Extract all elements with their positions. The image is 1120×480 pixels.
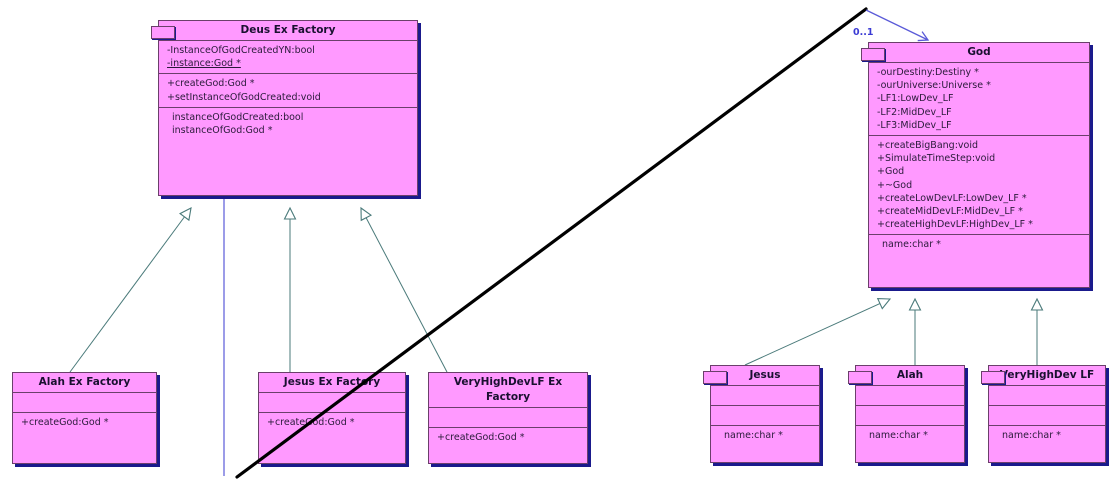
operations-compartment-veryhighdev-lf	[989, 406, 1105, 426]
class-title-god: God	[869, 43, 1089, 63]
operations-compartment-alah	[856, 406, 964, 426]
extras-compartment-veryhighdev-lf: name:char *	[989, 426, 1105, 445]
attribute-item: -LF3:MidDev_LF	[877, 119, 952, 131]
operations-compartment-god: +createBigBang:void +SimulateTimeStep:vo…	[869, 136, 1089, 236]
association-multiplicity-label: 0..1	[853, 27, 874, 38]
class-box-veryhighdevlf-ex-factory[interactable]: VeryHighDevLF Ex Factory +createGod:God …	[428, 372, 588, 464]
operations-compartment-deus-ex-factory: +createGod:God * +setInstanceOfGodCreate…	[159, 74, 417, 108]
attributes-compartment-alah-ex-factory	[13, 393, 156, 413]
attributes-compartment-jesus-ex-factory	[259, 393, 405, 413]
extras-compartment-deus-ex-factory: instanceOfGodCreated:bool instanceOfGod:…	[159, 108, 417, 140]
attributes-compartment-god: -ourDestiny:Destiny * -ourUniverse:Unive…	[869, 63, 1089, 137]
generalization-veryhighdevlf-ex-factory	[360, 206, 448, 373]
attributes-compartment-deus-ex-factory: -InstanceOfGodCreatedYN:bool -instance:G…	[159, 41, 417, 75]
class-box-jesus-ex-factory[interactable]: Jesus Ex Factory +createGod:God *	[258, 372, 406, 464]
class-tab-icon	[703, 371, 727, 384]
attribute-item: -ourUniverse:Universe *	[877, 80, 991, 92]
extra-item: name:char *	[1002, 430, 1061, 441]
class-tab-icon	[981, 371, 1005, 384]
class-box-alah-ex-factory[interactable]: Alah Ex Factory +createGod:God *	[12, 372, 157, 464]
class-title-deus-ex-factory: Deus Ex Factory	[159, 21, 417, 41]
operation-item: +setInstanceOfGodCreated:void	[167, 91, 321, 103]
class-box-alah[interactable]: Alah name:char *	[848, 365, 965, 463]
operation-item: +createLowDevLF:LowDev_LF *	[877, 192, 1027, 204]
class-box-deus-ex-factory[interactable]: Deus Ex Factory -InstanceOfGodCreatedYN:…	[151, 20, 418, 196]
attributes-compartment-jesus	[711, 386, 819, 406]
operations-compartment-alah-ex-factory: +createGod:God *	[13, 413, 156, 432]
attributes-compartment-veryhighdev-lf	[989, 386, 1105, 406]
class-title-jesus-ex-factory: Jesus Ex Factory	[259, 373, 405, 393]
operation-item: +createGod:God *	[21, 417, 109, 428]
operation-item: +createGod:God *	[437, 432, 525, 443]
operation-item: +createGod:God *	[167, 78, 255, 90]
generalization-alah-ex-factory	[69, 207, 192, 373]
association-arrow-to-god	[865, 9, 930, 42]
class-tab-icon	[861, 48, 885, 61]
operation-item: +God	[877, 166, 905, 178]
class-box-god[interactable]: God -ourDestiny:Destiny * -ourUniverse:U…	[861, 42, 1090, 288]
operation-item: +createBigBang:void	[877, 140, 978, 152]
extras-compartment-god: name:char *	[869, 235, 1089, 254]
class-title-veryhighdev-lf: VeryHighDev LF	[989, 366, 1105, 386]
operations-compartment-jesus	[711, 406, 819, 426]
extra-item: instanceOfGod:God *	[172, 125, 273, 137]
extras-compartment-jesus: name:char *	[711, 426, 819, 445]
attribute-item: -LF1:LowDev_LF	[877, 93, 954, 105]
class-box-jesus[interactable]: Jesus name:char *	[703, 365, 820, 463]
attribute-item: -ourDestiny:Destiny *	[877, 67, 979, 78]
generalization-jesus	[744, 297, 892, 366]
attributes-compartment-alah	[856, 386, 964, 406]
attribute-item: -instance:God *	[167, 58, 241, 70]
class-title-jesus: Jesus	[711, 366, 819, 386]
class-title-veryhighdevlf-ex-factory: VeryHighDevLF Ex Factory	[429, 373, 587, 408]
extra-item: name:char *	[724, 430, 783, 441]
extra-item: instanceOfGodCreated:bool	[172, 111, 304, 123]
class-title-alah: Alah	[856, 366, 964, 386]
operations-compartment-jesus-ex-factory: +createGod:God *	[259, 413, 405, 432]
operation-item: +SimulateTimeStep:void	[877, 153, 996, 165]
attribute-item: -LF2:MidDev_LF	[877, 106, 952, 118]
operation-item: +~God	[877, 179, 913, 191]
attribute-item: -InstanceOfGodCreatedYN:bool	[167, 45, 315, 56]
extras-compartment-alah: name:char *	[856, 426, 964, 445]
operation-item: +createGod:God *	[267, 417, 355, 428]
class-box-veryhighdev-lf[interactable]: VeryHighDev LF name:char *	[981, 365, 1106, 463]
extra-item: name:char *	[882, 239, 941, 251]
operation-item: +createHighDevLF:HighDev_LF *	[877, 219, 1033, 231]
class-tab-icon	[151, 26, 175, 39]
attributes-compartment-veryhighdevlf-ex-factory	[429, 408, 587, 428]
class-title-alah-ex-factory: Alah Ex Factory	[13, 373, 156, 393]
operation-item: +createMidDevLF:MidDev_LF *	[877, 206, 1023, 218]
class-tab-icon	[848, 371, 872, 384]
extra-item: name:char *	[869, 430, 928, 441]
operations-compartment-veryhighdevlf-ex-factory: +createGod:God *	[429, 428, 587, 447]
